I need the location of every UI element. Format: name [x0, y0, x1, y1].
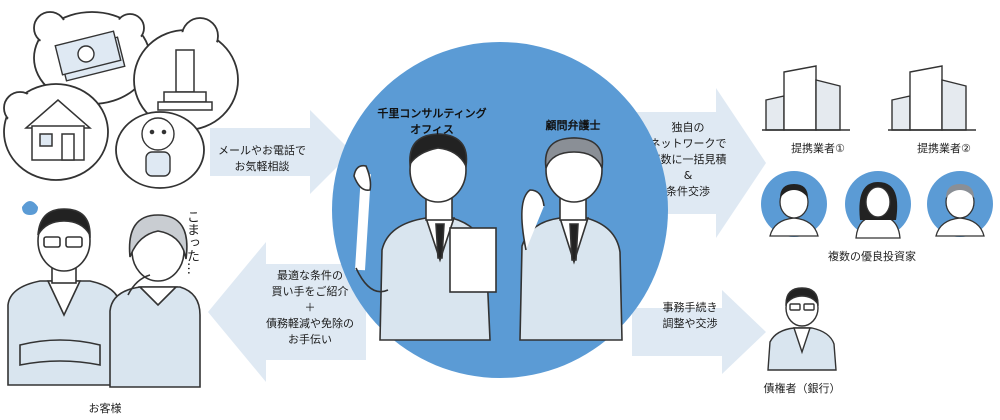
office-label-line: 千里コンサルティング: [377, 107, 487, 120]
arrow-to-customer-text: 最適な条件の 買い手をご紹介 ＋ 債務軽減や免除の お手伝い: [260, 268, 360, 348]
arrow-to-customer: [208, 242, 366, 382]
arrow-text-line: お気軽相談: [234, 160, 290, 173]
money-icon: [54, 30, 126, 82]
money-bubble: [33, 11, 151, 105]
arrow-text-line: 事務手続き: [662, 301, 718, 314]
arrow-text-line: ネットワークで: [649, 137, 727, 150]
arrow-text-line: 複数に一括見積: [649, 153, 727, 166]
sweat-drop-icon: [22, 201, 38, 215]
arrow-text-line: 買い手をご紹介: [271, 285, 349, 298]
arrow-text-line: &: [683, 169, 693, 182]
partner2-building-icon: [888, 65, 976, 131]
arrow-to-buyers-text: 独自の ネットワークで 複数に一括見積 & 条件交渉: [640, 120, 736, 200]
arrow-to-creditor-text: 事務手続き 調整や交渉: [644, 300, 736, 332]
partner2-label: 提携業者②: [917, 142, 971, 155]
arrow-text-line: 独自の: [671, 121, 705, 134]
center-circle: [332, 42, 668, 378]
arrow-to-creditor: [632, 290, 766, 374]
creditor-label: 債権者（銀行）: [763, 382, 841, 395]
customer-couple-illustration: [7, 201, 201, 388]
investor-avatar: [927, 171, 993, 237]
house-icon: [24, 99, 92, 161]
woman-figure: [109, 214, 201, 388]
arrow-text-line: 条件交渉: [666, 185, 710, 198]
thought-bubbles: [3, 11, 239, 189]
arrow-text-line: お手伝い: [288, 333, 332, 346]
arrow-text-line: メールやお電話で: [218, 144, 306, 157]
arrow-text-line: 調整や交渉: [662, 317, 718, 330]
grave-bubble: [133, 17, 239, 131]
house-bubble: [3, 83, 109, 181]
arrow-text-line: 債務軽減や免除の: [266, 317, 354, 330]
investors-label: 複数の優良投資家: [828, 250, 916, 263]
consultant-figure: [353, 133, 497, 341]
office-label-line: オフィス: [410, 123, 454, 136]
baby-bubble: [115, 111, 205, 189]
office-label: 千里コンサルティング オフィス: [352, 106, 512, 138]
partner1-building-icon: [762, 65, 850, 131]
investor-avatar: [845, 171, 911, 239]
investor-avatar: [761, 171, 827, 237]
thought-text: こまった…: [184, 210, 199, 275]
arrow-to-consultant-text: メールやお電話で お気軽相談: [214, 143, 310, 175]
lawyer-figure: [519, 137, 623, 341]
investor-avatars: [761, 171, 993, 239]
customer-label: お客様: [88, 402, 122, 415]
arrow-text-line: ＋: [304, 301, 316, 314]
lawyer-label: 顧問弁護士: [545, 119, 601, 132]
arrow-text-line: 最適な条件の: [277, 269, 343, 282]
arrow-to-consultant: [210, 110, 352, 194]
grave-icon: [157, 49, 213, 111]
man-figure: [7, 208, 121, 386]
partner1-label: 提携業者①: [791, 142, 845, 155]
baby-icon: [141, 117, 175, 177]
creditor-figure: [767, 287, 837, 371]
